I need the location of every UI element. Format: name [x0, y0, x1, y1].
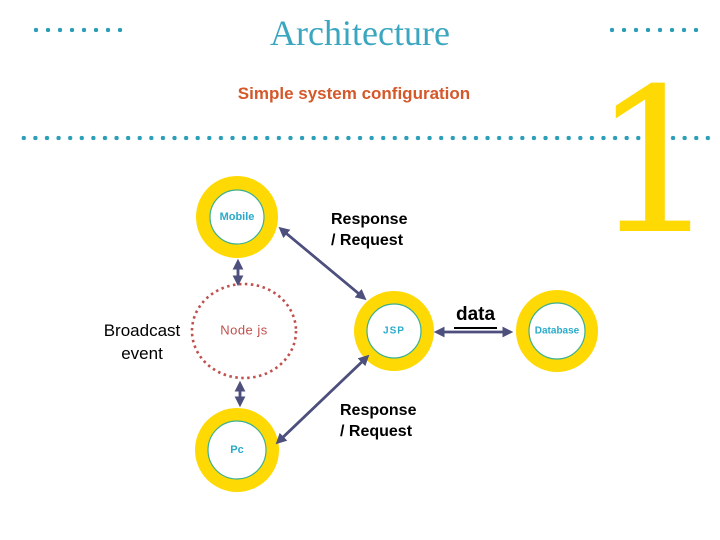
- pc-node-circle: [195, 408, 279, 492]
- dotted-divider-line: [18, 135, 712, 141]
- nodejs-node-circle: [190, 282, 298, 380]
- mobile-node-circle: [196, 176, 278, 258]
- nodejs-node-label: Node js: [220, 322, 268, 338]
- slide-number: 1: [591, 46, 719, 279]
- slide-subtitle: Simple system configuration: [237, 84, 471, 103]
- jsp-node-label: JSP: [383, 325, 405, 337]
- response-request-top-line1: Response: [331, 211, 408, 228]
- arrow-jsp-pc: [275, 354, 370, 445]
- decorative-dots-top-right: [606, 27, 702, 33]
- database-node-label: Database: [534, 325, 580, 337]
- diagram-arrows: [232, 226, 514, 445]
- response-request-bottom-line1: Response: [340, 402, 417, 419]
- broadcast-event-line2: event: [121, 344, 163, 363]
- database-node-circle: [516, 290, 598, 372]
- response-request-label-top: Response / Request: [331, 209, 407, 251]
- jsp-node-circle: [354, 291, 434, 371]
- slide-title: Architecture: [270, 13, 450, 53]
- mobile-node-label: Mobile: [219, 211, 255, 223]
- broadcast-event-line1: Broadcast: [103, 321, 181, 340]
- response-request-label-bottom: Response / Request: [340, 400, 416, 442]
- response-request-top-line2: / Request: [331, 232, 404, 249]
- data-label: data: [454, 304, 498, 329]
- response-request-bottom-line2: / Request: [340, 423, 413, 440]
- pc-node-label: Pc: [230, 444, 244, 456]
- decorative-dots-top-left: [30, 27, 126, 33]
- broadcast-event-label: Broadcast event: [92, 319, 192, 365]
- arrow-mobile-jsp: [278, 226, 367, 301]
